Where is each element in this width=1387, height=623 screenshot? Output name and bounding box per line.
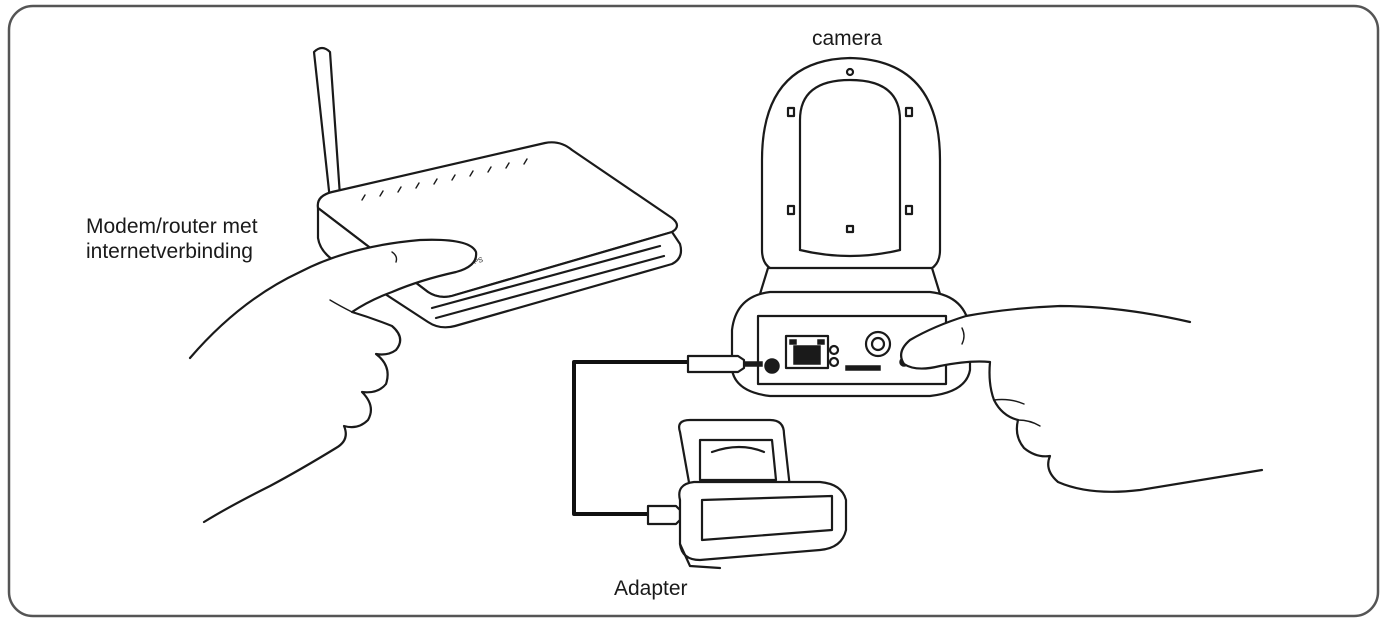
right-hand-outline xyxy=(901,306,1262,492)
adapter-label: Adapter xyxy=(614,576,688,601)
router-antenna xyxy=(314,48,340,200)
modem-label-line1: Modem/router met xyxy=(86,214,258,239)
modem-router-label: Modem/router met internetverbinding xyxy=(86,214,258,264)
modem-label-line2: internetverbinding xyxy=(86,239,258,264)
adapter-illustration xyxy=(679,420,846,568)
right-hand-illustration xyxy=(901,306,1262,492)
camera-label: camera xyxy=(812,26,882,51)
camera-head xyxy=(762,58,940,272)
adapter-body xyxy=(679,482,846,560)
